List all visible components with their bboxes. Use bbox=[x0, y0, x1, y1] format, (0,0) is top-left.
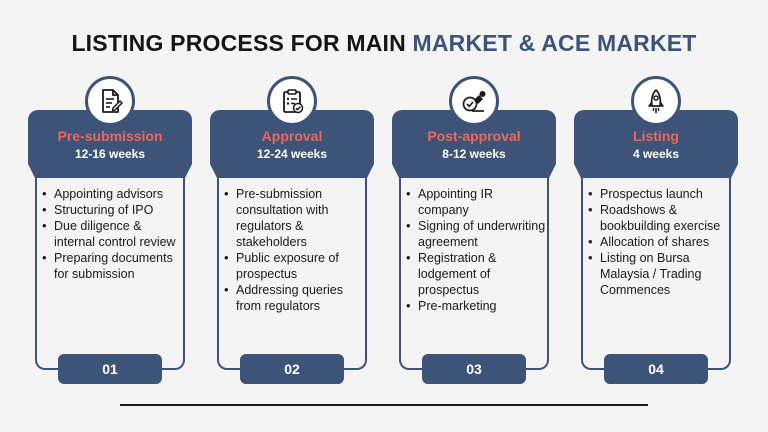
title-main: LISTING PROCESS FOR MAIN bbox=[71, 30, 413, 56]
document-edit-icon bbox=[85, 76, 135, 126]
step-card-post-approval: Post-approval 8-12 weeks Appointing IR c… bbox=[392, 76, 556, 384]
approval-stamp-icon bbox=[449, 76, 499, 126]
step-card-pre-submission: Pre-submission 12-16 weeks Appointing ad… bbox=[28, 76, 192, 384]
list-item: Registration & lodgement of prospectus bbox=[406, 250, 546, 298]
step-number: 04 bbox=[604, 354, 708, 384]
task-list: Pre-submission consultation with regulat… bbox=[224, 186, 364, 314]
list-item: Due diligence & internal control review bbox=[42, 218, 182, 250]
stage-title: Post-approval bbox=[427, 128, 521, 144]
list-item: Prospectus launch bbox=[588, 186, 728, 202]
list-item: Addressing queries from regulators bbox=[224, 282, 364, 314]
clipboard-check-icon bbox=[267, 76, 317, 126]
bottom-divider bbox=[120, 404, 648, 406]
task-list: Prospectus launch Roadshows & bookbuildi… bbox=[588, 186, 728, 298]
list-item: Appointing advisors bbox=[42, 186, 182, 202]
title-accent: MARKET & ACE MARKET bbox=[412, 30, 697, 56]
stage-duration: 4 weeks bbox=[632, 147, 680, 161]
list-item: Structuring of IPO bbox=[42, 202, 182, 218]
task-list: Appointing IR company Signing of underwr… bbox=[406, 186, 546, 314]
list-item: Preparing documents for submission bbox=[42, 250, 182, 282]
card-header-notch bbox=[574, 164, 738, 178]
list-item: Roadshows & bookbuilding exercise bbox=[588, 202, 728, 234]
step-card-listing: Listing 4 weeks Prospectus launch Roadsh… bbox=[574, 76, 738, 384]
stage-duration: 12-24 weeks bbox=[256, 147, 328, 161]
list-item: Allocation of shares bbox=[588, 234, 728, 250]
step-number: 02 bbox=[240, 354, 344, 384]
list-item: Pre-submission consultation with regulat… bbox=[224, 186, 364, 250]
list-item: Public exposure of prospectus bbox=[224, 250, 364, 282]
card-header-notch bbox=[210, 164, 374, 178]
list-item: Pre-marketing bbox=[406, 298, 546, 314]
step-number: 01 bbox=[58, 354, 162, 384]
card-header-notch bbox=[28, 164, 192, 178]
stage-duration: 12-16 weeks bbox=[74, 147, 146, 161]
step-number: 03 bbox=[422, 354, 526, 384]
rocket-icon bbox=[631, 76, 681, 126]
list-item: Signing of underwriting agreement bbox=[406, 218, 546, 250]
stage-title: Listing bbox=[633, 128, 679, 144]
list-item: Appointing IR company bbox=[406, 186, 546, 218]
list-item: Listing on Bursa Malaysia / Trading Comm… bbox=[588, 250, 728, 298]
stage-duration: 8-12 weeks bbox=[442, 147, 506, 161]
card-header-notch bbox=[392, 164, 556, 178]
stage-title: Pre-submission bbox=[57, 128, 163, 144]
task-list: Appointing advisors Structuring of IPO D… bbox=[42, 186, 182, 282]
page-title: LISTING PROCESS FOR MAIN MARKET & ACE MA… bbox=[0, 30, 768, 57]
step-card-approval: Approval 12-24 weeks Pre-submission cons… bbox=[210, 76, 374, 384]
stage-title: Approval bbox=[261, 128, 323, 144]
